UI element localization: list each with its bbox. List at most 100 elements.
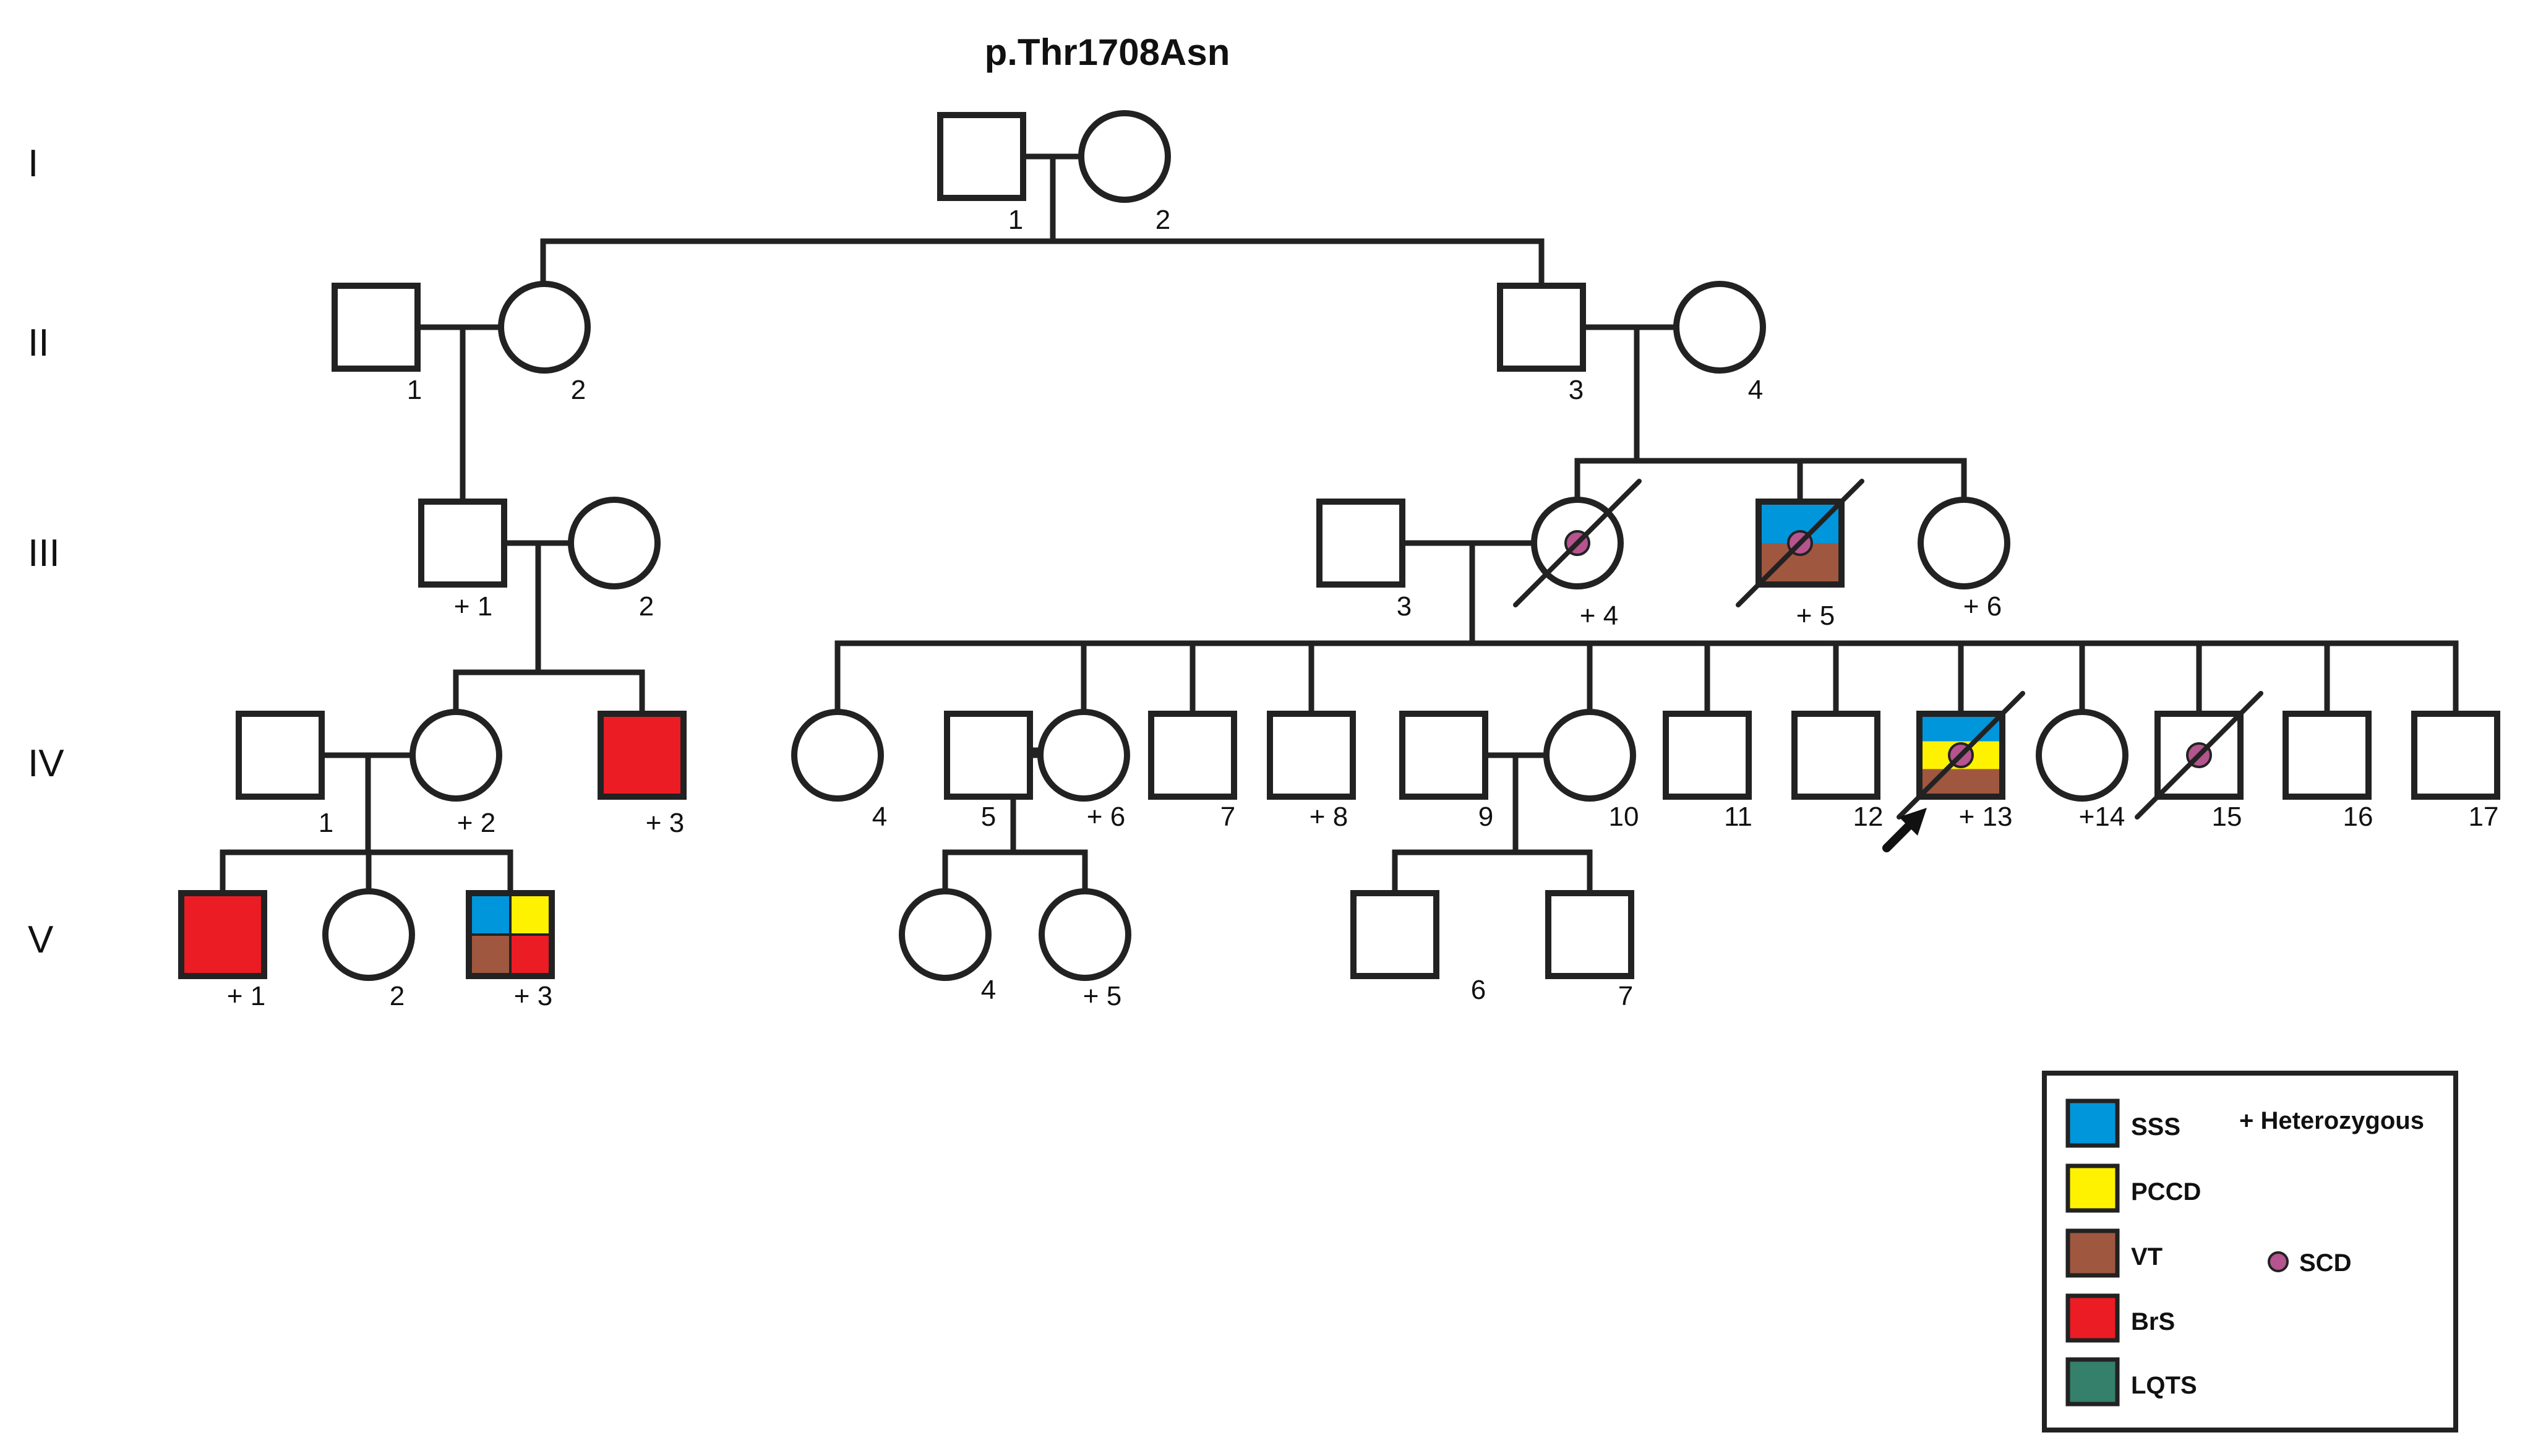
individual-iv-4: 4 — [791, 709, 887, 832]
individual-v-5: + 5 — [1039, 888, 1131, 1011]
individual-label: 7 — [1618, 981, 1633, 1011]
individual-iv-13: + 13 — [1882, 691, 2025, 852]
individual-label: 15 — [2212, 802, 2242, 832]
male-square — [2411, 711, 2500, 800]
individual-label: 3 — [1397, 591, 1412, 622]
individual-label: 6 — [1471, 975, 1486, 1005]
deceased-slash — [1736, 479, 1864, 607]
individual-iv-17: 17 — [2411, 711, 2500, 832]
individual-label: 17 — [2469, 802, 2499, 832]
individual-iv-2: + 2 — [409, 709, 502, 838]
male-square — [332, 283, 421, 372]
individual-iv-14: +14 — [2036, 709, 2128, 832]
male-square — [944, 711, 1033, 800]
female-circle — [1037, 709, 1130, 802]
female-circle — [498, 281, 591, 374]
individual-i-2: 2 — [1078, 110, 1171, 235]
male-square — [1755, 499, 1845, 588]
individual-v-6: 6 — [1350, 890, 1486, 1005]
individual-label: 1 — [319, 808, 333, 838]
quad-pccd — [510, 893, 552, 935]
individual-label: 2 — [390, 981, 405, 1011]
male-square — [1545, 890, 1634, 979]
female-circle — [899, 888, 992, 981]
male-square — [2283, 711, 2372, 800]
individual-iii-2: 2 — [568, 497, 661, 622]
legend-swatch-lqts — [2065, 1357, 2120, 1407]
female-circle — [568, 497, 661, 589]
male-square — [466, 890, 555, 979]
individual-label: +14 — [2079, 802, 2125, 832]
individual-label: + 1 — [227, 981, 265, 1011]
individual-iv-1: 1 — [236, 711, 333, 838]
generation-label: II — [28, 322, 49, 364]
individual-iv-15: 15 — [2135, 691, 2263, 832]
female-circle — [322, 888, 415, 981]
generation-label: IV — [28, 742, 64, 785]
individual-label: 5 — [981, 802, 996, 832]
legend-swatch-pccd — [2065, 1163, 2120, 1213]
individual-label: 4 — [872, 802, 887, 832]
individual-iv-6: + 6 — [1037, 709, 1130, 832]
male-square — [1316, 499, 1405, 588]
individual-label: 11 — [1724, 802, 1752, 832]
individual-iii-3: 3 — [1316, 499, 1412, 622]
male-square — [1916, 711, 2005, 800]
fill-brs — [601, 714, 684, 797]
individual-v-1: + 1 — [178, 890, 267, 1011]
female-circle — [2036, 709, 2128, 802]
individual-v-4: 4 — [899, 888, 996, 1005]
individual-v-3: + 3 — [466, 890, 555, 1011]
legend-scd-label: SCD — [2299, 1249, 2351, 1277]
legend-label-vt: VT — [2131, 1243, 2163, 1270]
individual-iv-5: 5 — [944, 711, 1033, 832]
individual-iv-8: + 8 — [1267, 711, 1356, 832]
individual-label: 12 — [1853, 802, 1884, 832]
male-square — [418, 499, 507, 588]
individual-label: + 5 — [1796, 601, 1835, 631]
individual-label: 9 — [1478, 802, 1493, 832]
individual-iv-12: 12 — [1791, 711, 1884, 832]
individual-label: 1 — [1008, 205, 1023, 235]
individual-iv-7: 7 — [1148, 711, 1237, 832]
individual-label: 2 — [639, 591, 654, 622]
quad-brs — [510, 935, 552, 976]
male-square — [1791, 711, 1880, 800]
individual-label: 2 — [1155, 205, 1170, 235]
quad-sss — [469, 893, 510, 935]
individual-iv-10: 10 — [1543, 709, 1639, 832]
individual-label: + 3 — [514, 981, 552, 1011]
female-circle — [1918, 497, 2010, 589]
individual-label: 3 — [1569, 375, 1584, 405]
male-square — [236, 711, 325, 800]
individual-label: 1 — [407, 375, 422, 405]
individual-iv-11: 11 — [1663, 711, 1752, 832]
female-circle — [409, 709, 502, 802]
female-circle — [1673, 281, 1766, 374]
deceased-slash — [1897, 691, 2025, 820]
proband-arrow-icon — [1899, 808, 1927, 836]
male-square — [598, 711, 687, 800]
individual-iii-1: + 1 — [418, 499, 507, 622]
individual-label: 10 — [1609, 802, 1639, 832]
individual-iv-9: 9 — [1399, 711, 1493, 832]
individual-v-7: 7 — [1545, 890, 1634, 1011]
individual-iii-4: + 4 — [1513, 479, 1642, 631]
individual-label: + 6 — [1087, 802, 1125, 832]
individual-label: + 1 — [454, 591, 492, 622]
relationship-lines — [220, 153, 2459, 896]
legend-label-lqts: LQTS — [2131, 1372, 2197, 1399]
male-square — [937, 112, 1026, 201]
male-square — [1148, 711, 1237, 800]
individual-label: 2 — [571, 375, 586, 405]
individual-label: + 3 — [646, 808, 684, 838]
individual-ii-3: 3 — [1497, 283, 1586, 405]
individual-v-2: 2 — [322, 888, 415, 1011]
individual-iii-6: + 6 — [1918, 497, 2010, 622]
generation-label: V — [28, 919, 54, 961]
legend-label-brs: BrS — [2131, 1308, 2175, 1335]
male-square — [1267, 711, 1356, 800]
